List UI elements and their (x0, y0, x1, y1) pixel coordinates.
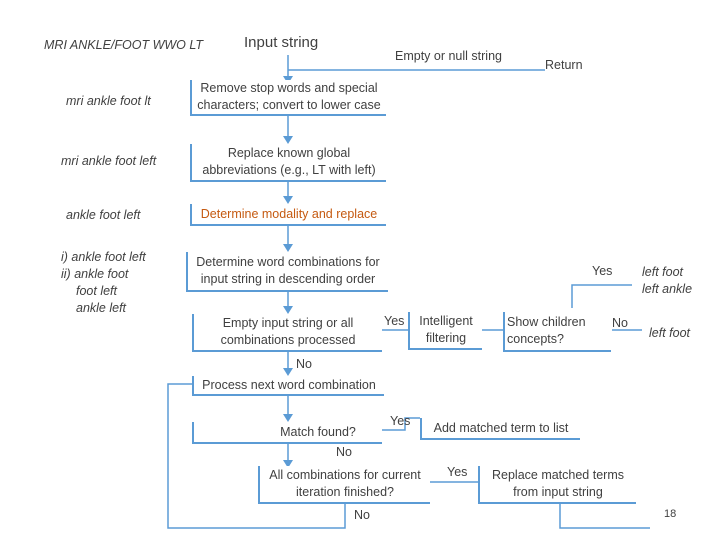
replace-abbreviations-box: Replace known global abbreviations (e.g.… (190, 144, 386, 182)
edge-yes-intelligent: Yes (384, 314, 405, 328)
replace-matched-box: Replace matched terms from input string (478, 466, 636, 504)
example-step4-line2: ii) ankle foot (61, 267, 129, 281)
edge-yes-match: Yes (390, 414, 411, 428)
example-step4-line1: i) ankle foot left (61, 250, 146, 264)
example-step2: mri ankle foot left (61, 154, 157, 168)
arrow-head-modality (283, 196, 293, 204)
arrow-head-match (283, 414, 293, 422)
all-combinations-box: All combinations for current iteration f… (258, 466, 430, 504)
example-step4-line3: foot left (76, 284, 117, 298)
result-yes-line2: left ankle (642, 282, 693, 296)
intelligent-filtering-box: Intelligent filtering (408, 312, 482, 350)
edge-no-children: No (612, 316, 628, 330)
process-next-box: Process next word combination (192, 376, 384, 396)
example-step1: mri ankle foot lt (66, 94, 151, 108)
input-label: Input string (244, 34, 319, 51)
edge-yes-top: Yes (592, 264, 613, 278)
connector-children-yes (571, 284, 632, 308)
connector-match-add (382, 417, 420, 431)
edge-yes-all: Yes (447, 465, 468, 479)
result-no: left foot (649, 326, 690, 340)
connector-loop-back (167, 383, 346, 529)
page-number: 18 (664, 508, 677, 520)
result-yes-line1: left foot (642, 265, 683, 279)
word-combinations-box: Determine word combinations for input st… (186, 252, 388, 292)
header-label: MRI ANKLE/FOOT WWO LT (44, 38, 204, 52)
determine-modality-box: Determine modality and replace (190, 204, 386, 226)
edge-no-match: No (336, 445, 352, 459)
arrow-head-remove (283, 136, 293, 144)
example-step4-line4: ankle left (76, 301, 127, 315)
empty-label: Empty or null string (395, 49, 502, 63)
edge-no-all: No (354, 508, 370, 522)
arrow-head-process (283, 368, 293, 376)
arrow-head-all (283, 460, 293, 468)
arrow-head-combos (283, 244, 293, 252)
add-matched-term-box: Add matched term to list (420, 418, 580, 440)
arrow-head-check (283, 306, 293, 314)
return-label: Return (545, 58, 583, 72)
show-children-box: Show children concepts? (503, 312, 611, 352)
example-step3: ankle foot left (66, 208, 141, 222)
connector-replace-loop (559, 504, 650, 529)
empty-check-box: Empty input string or all combinations p… (192, 314, 382, 352)
match-found-box: Match found? (192, 422, 382, 444)
edge-no-process: No (296, 357, 312, 371)
remove-stopwords-box: Remove stop words and special characters… (190, 80, 386, 116)
